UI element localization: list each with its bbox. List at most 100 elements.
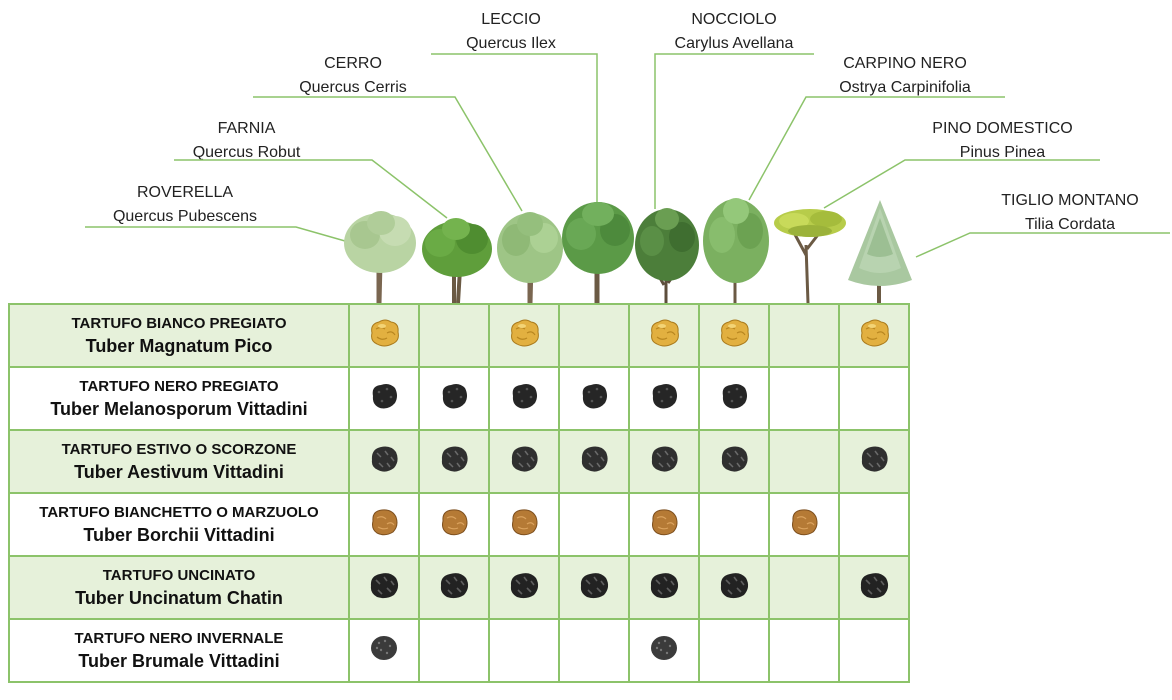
tree-label-roverella: ROVERELLA Quercus Pubescens	[85, 181, 285, 229]
tree-common-name: PINO DOMESTICO	[932, 120, 1073, 137]
grid-cell	[488, 366, 560, 431]
grid-cell	[698, 303, 770, 368]
truffle-common-name: TARTUFO UNCINATO	[102, 567, 256, 584]
bianchetto-truffle-icon	[511, 509, 538, 536]
grid-cell	[698, 366, 770, 431]
tree-label-carpino-nero: CARPINO NERO Ostrya Carpinifolia	[805, 52, 1005, 100]
white-truffle-icon	[510, 319, 540, 347]
tree-common-name: FARNIA	[217, 120, 276, 137]
grid-cell	[838, 366, 910, 431]
truffle-common-name: TARTUFO NERO PREGIATO	[79, 378, 279, 395]
grid-cell	[348, 303, 420, 368]
summer-truffle-icon	[861, 445, 889, 473]
grid-cell	[558, 303, 630, 368]
grid-cell	[838, 618, 910, 683]
grid-cell	[488, 492, 560, 557]
tree-label-pino-domestico: PINO DOMESTICO Pinus Pinea	[905, 117, 1100, 165]
grid-cell	[348, 618, 420, 683]
oak-tree-icon	[497, 212, 563, 303]
bianchetto-truffle-icon	[651, 509, 678, 536]
grid-cell	[558, 492, 630, 557]
oak-tree-icon	[344, 211, 416, 303]
truffle-row: TARTUFO ESTIVO O SCORZONE Tuber Aestivum …	[8, 429, 910, 494]
leader-line-nocciolo	[654, 53, 814, 209]
grid-cell	[768, 303, 840, 368]
oak-tree-icon	[422, 218, 492, 303]
leader-line-farnia	[174, 159, 448, 219]
tree-label-nocciolo: NOCCIOLO Carylus Avellana	[654, 8, 814, 56]
grid-cell	[698, 492, 770, 557]
tree-label-cerro: CERRO Quercus Cerris	[253, 52, 453, 100]
tree-label-farnia: FARNIA Quercus Robut	[174, 117, 319, 165]
truffle-common-name: TARTUFO ESTIVO O SCORZONE	[61, 441, 297, 458]
truffle-name-cell: TARTUFO NERO INVERNALE Tuber Brumale Vitt…	[8, 618, 350, 683]
tree-common-name: TIGLIO MONTANO	[1001, 192, 1139, 209]
grid-cell	[418, 366, 490, 431]
summer-truffle-icon	[721, 445, 749, 473]
grid-cell	[768, 366, 840, 431]
truffle-common-name: TARTUFO NERO INVERNALE	[74, 630, 284, 647]
grid-cell	[558, 618, 630, 683]
truffle-latin-name: Tuber Brumale Vittadini	[78, 651, 280, 671]
grid-cell	[628, 303, 700, 368]
truffle-latin-name: Tuber Uncinatum Chatin	[75, 588, 283, 608]
grid-cell	[768, 618, 840, 683]
truffle-latin-name: Tuber Borchii Vittadini	[83, 525, 275, 545]
leader-line-cerro	[253, 96, 523, 212]
tree-latin-name: Quercus Cerris	[299, 79, 407, 96]
grid-cell	[418, 303, 490, 368]
grid-cell	[628, 555, 700, 620]
grid-cell	[838, 429, 910, 494]
truffle-name-cell: TARTUFO UNCINATO Tuber Uncinatum Chatin	[8, 555, 350, 620]
summer-truffle-icon	[511, 445, 539, 473]
truffle-latin-name: Tuber Aestivum Vittadini	[74, 462, 284, 482]
grid-cell	[348, 366, 420, 431]
grid-cell	[348, 555, 420, 620]
grid-cell	[558, 555, 630, 620]
linden-tree-icon	[848, 200, 912, 303]
leader-line-carpino-nero	[748, 96, 1005, 201]
grid-cell	[418, 555, 490, 620]
grid-cell	[488, 303, 560, 368]
grid-cell	[488, 555, 560, 620]
tree-latin-name: Ostrya Carpinifolia	[839, 79, 971, 96]
bianchetto-truffle-icon	[371, 509, 398, 536]
brumale-truffle-icon	[371, 636, 397, 660]
grid-cell	[488, 618, 560, 683]
black-truffle-icon	[442, 384, 467, 409]
truffle-latin-name: Tuber Melanosporum Vittadini	[50, 399, 308, 419]
uncinato-truffle-icon	[860, 572, 889, 599]
white-truffle-icon	[370, 319, 399, 347]
summer-truffle-icon	[581, 445, 609, 473]
grid-cell	[768, 492, 840, 557]
leader-line-tiglio-montano	[915, 232, 1170, 258]
brumale-truffle-icon	[651, 636, 677, 660]
leader-line-pino-domestico	[823, 159, 1100, 209]
white-truffle-icon	[860, 319, 890, 347]
summer-truffle-icon	[371, 445, 399, 473]
tree-latin-name: Quercus Ilex	[466, 35, 556, 52]
tree-common-name: LECCIO	[481, 11, 541, 28]
white-truffle-icon	[650, 319, 680, 347]
black-truffle-icon	[722, 384, 747, 409]
grid-cell	[558, 429, 630, 494]
uncinato-truffle-icon	[580, 572, 609, 599]
black-truffle-icon	[652, 384, 677, 409]
uncinato-truffle-icon	[720, 572, 749, 599]
grid-cell	[768, 555, 840, 620]
tree-latin-name: Quercus Robut	[192, 144, 301, 161]
leader-line-roverella	[85, 226, 346, 242]
tree-label-leccio: LECCIO Quercus Ilex	[431, 8, 591, 56]
leader-line-leccio	[431, 53, 598, 204]
truffle-common-name: TARTUFO BIANCO PREGIATO	[71, 315, 287, 332]
grid-cell	[418, 492, 490, 557]
black-truffle-icon	[582, 384, 607, 409]
grid-cell	[838, 492, 910, 557]
bianchetto-truffle-icon	[791, 509, 818, 536]
tree-common-name: CARPINO NERO	[843, 55, 967, 72]
